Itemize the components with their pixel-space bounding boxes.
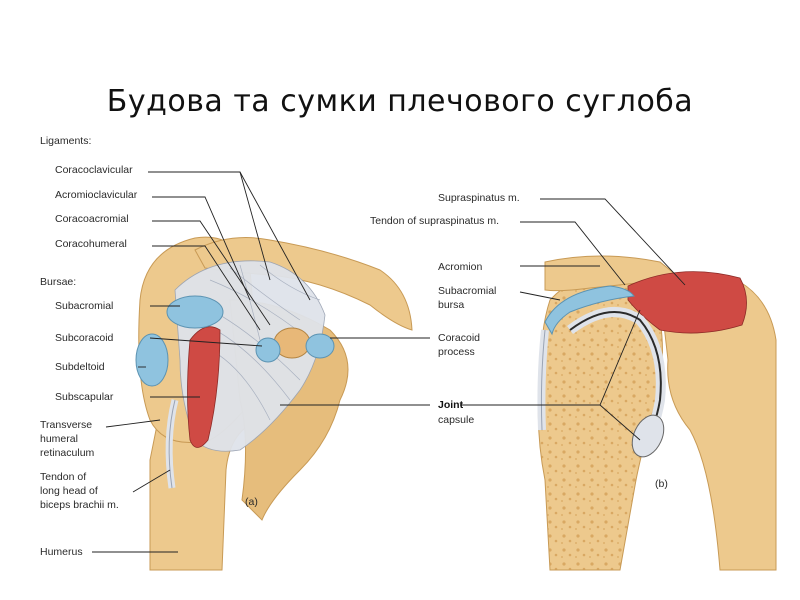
label-transverse-1: Transverse (40, 419, 92, 431)
label-transverse-2: humeral (40, 433, 78, 445)
label-joint-2: capsule (438, 414, 474, 426)
label-subacromial-bursa-2: bursa (438, 299, 464, 311)
label-subacromial: Subacromial (55, 300, 113, 312)
label-supraspinatus: Supraspinatus m. (438, 192, 520, 204)
panel-a-marker: (a) (245, 496, 258, 508)
label-coracoid-2: process (438, 346, 475, 358)
label-coracoacromial: Coracoacromial (55, 213, 129, 225)
label-tendon-3: biceps brachii m. (40, 499, 119, 511)
panel-a-labels: Ligaments: Coracoclavicular Acromioclavi… (40, 135, 258, 558)
label-subscapular: Subscapular (55, 391, 114, 403)
label-coracoclavicular: Coracoclavicular (55, 164, 133, 176)
label-acromioclavicular: Acromioclavicular (55, 189, 138, 201)
label-joint-1: Joint (438, 399, 464, 411)
label-subdeltoid: Subdeltoid (55, 361, 105, 373)
page-title: Будова та сумки плечового суглоба (106, 84, 694, 119)
panel-b-marker: (b) (655, 478, 668, 490)
label-coracohumeral: Coracohumeral (55, 238, 127, 250)
label-subacromial-bursa-1: Subacromial (438, 285, 496, 297)
panel-b-leader-lines (460, 198, 686, 441)
label-tendon-2: long head of (40, 485, 98, 497)
label-tendon-supraspinatus: Tendon of supraspinatus m. (370, 215, 499, 227)
panel-b-illustration (537, 255, 777, 571)
panel-a-leader-lines (92, 171, 430, 553)
label-subcoracoid: Subcoracoid (55, 332, 114, 344)
label-tendon-1: Tendon of (40, 471, 86, 483)
panel-b-labels: Supraspinatus m. Tendon of supraspinatus… (370, 192, 668, 490)
bursae-heading: Bursae: (40, 276, 76, 288)
label-humerus: Humerus (40, 546, 83, 558)
label-transverse-3: retinaculum (40, 447, 95, 459)
ligaments-heading: Ligaments: (40, 135, 91, 147)
label-acromion: Acromion (438, 261, 483, 273)
panel-a-illustration (135, 236, 413, 571)
label-coracoid-1: Coracoid (438, 332, 480, 344)
